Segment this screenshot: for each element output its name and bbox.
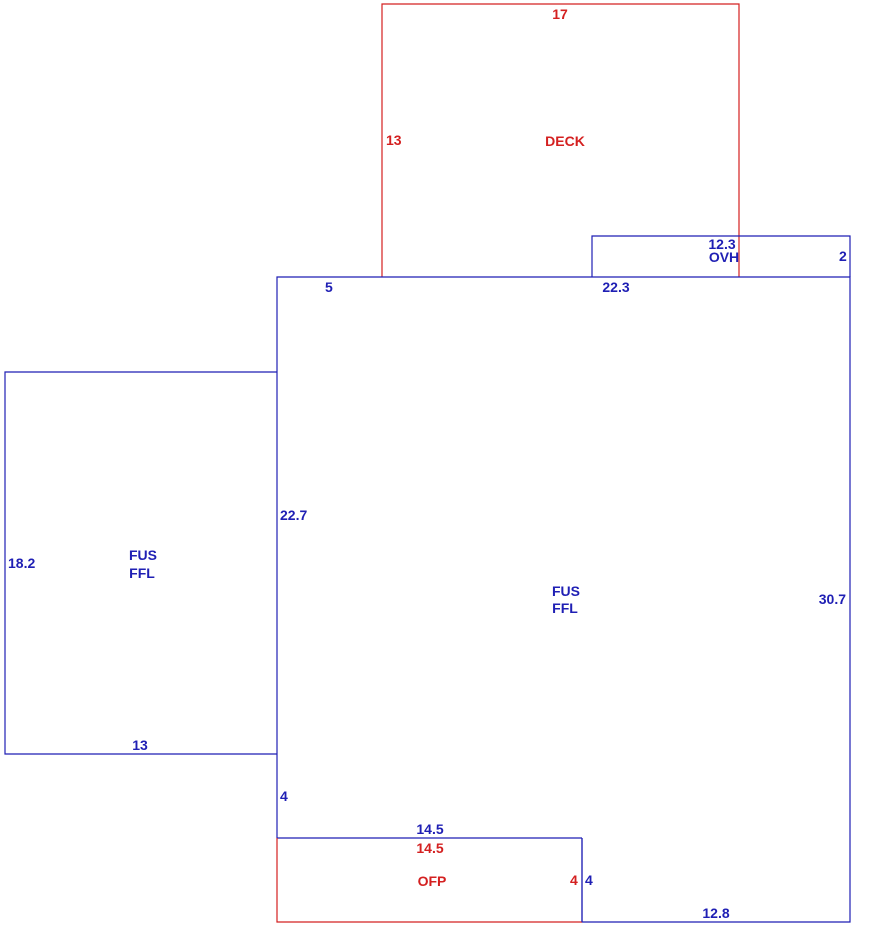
main-top-right-dimension: 22.3 bbox=[602, 279, 629, 295]
wing-outline bbox=[4, 371, 277, 755]
main-right-dimension: 30.7 bbox=[819, 591, 846, 607]
ovh-right-dimension: 2 bbox=[839, 248, 847, 264]
ofp-top-dimension-red: 14.5 bbox=[416, 840, 443, 856]
wing-label-line2: FFL bbox=[129, 565, 155, 581]
deck-top-dimension: 17 bbox=[552, 6, 568, 22]
main-bottom-dimension: 12.8 bbox=[702, 905, 729, 921]
ovh-top-dimension: 12.3 bbox=[708, 236, 735, 252]
deck-outline bbox=[381, 3, 740, 277]
main-left-dimension: 22.7 bbox=[280, 507, 307, 523]
ovh-outline bbox=[591, 235, 851, 277]
ofp-outline bbox=[276, 838, 582, 923]
ofp-label: OFP bbox=[418, 873, 447, 889]
main-area-label-line1: FUS bbox=[552, 583, 580, 599]
ovh-label: OVH bbox=[709, 249, 739, 265]
main-lower-left-dimension: 4 bbox=[280, 788, 288, 804]
deck-label: DECK bbox=[545, 133, 585, 149]
ofp-right-dimension: 4 bbox=[570, 872, 578, 888]
wing-left-dimension: 18.2 bbox=[8, 555, 35, 571]
main-step-dimension: 4 bbox=[585, 872, 593, 888]
wing-bottom-dimension: 13 bbox=[132, 737, 148, 753]
main-area-label-line2: FFL bbox=[552, 600, 578, 616]
main-top-left-dimension: 5 bbox=[325, 279, 333, 295]
wing-label-line1: FUS bbox=[129, 547, 157, 563]
ofp-top-dimension-blue: 14.5 bbox=[416, 821, 443, 837]
deck-left-dimension: 13 bbox=[386, 132, 402, 148]
